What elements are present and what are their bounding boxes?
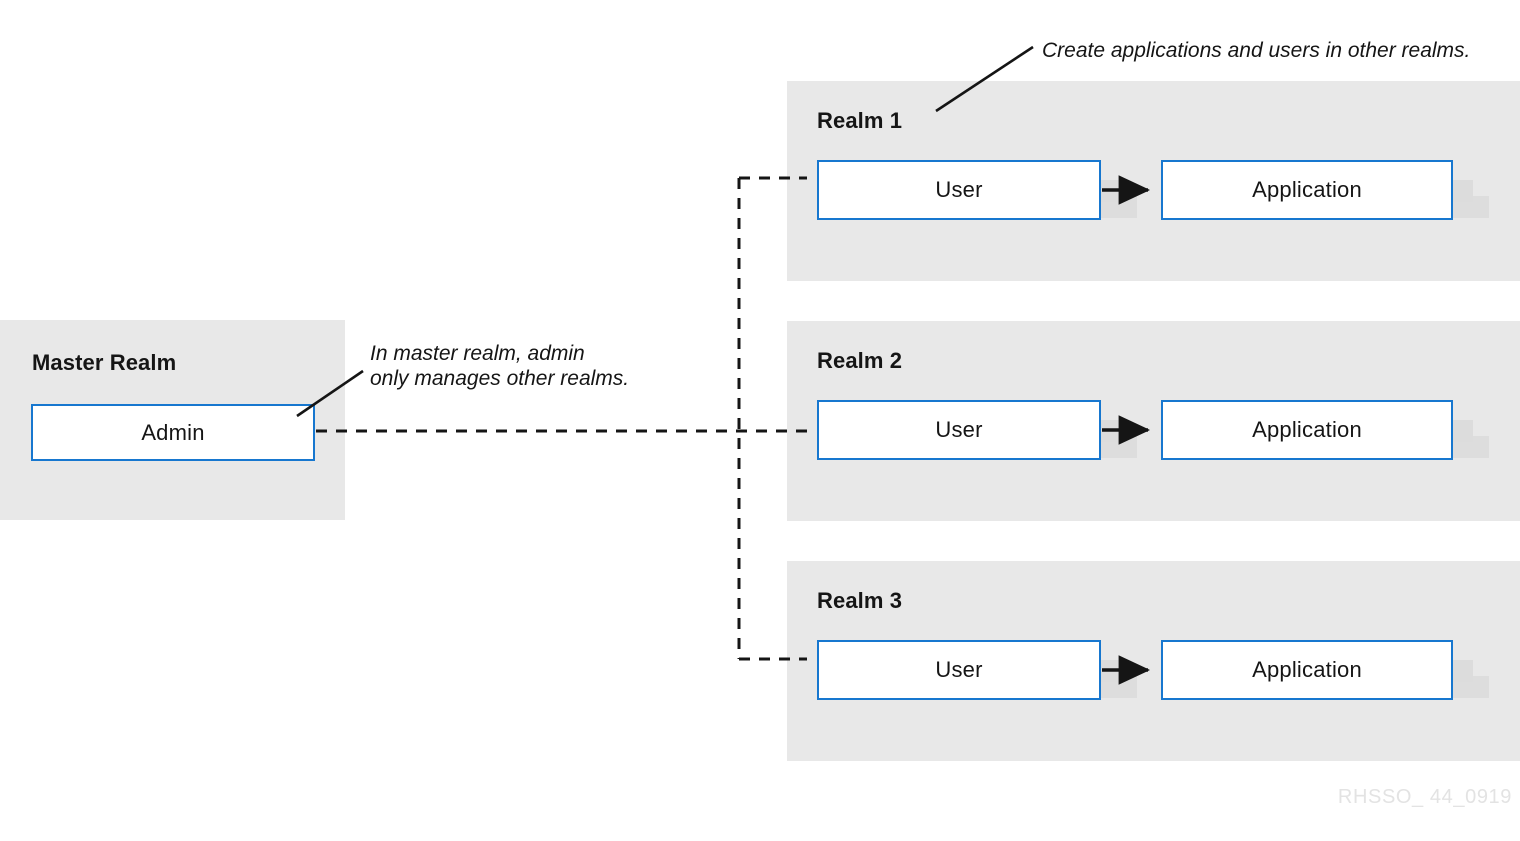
user-label: User xyxy=(935,657,983,682)
user-label: User xyxy=(935,177,983,202)
user-label: User xyxy=(935,417,983,442)
image-id-watermark: RHSSO_ 44_0919 xyxy=(1337,786,1512,808)
realm-1-user-node[interactable]: User xyxy=(817,160,1137,220)
realms-callout-text: Create applications and users in other r… xyxy=(1042,39,1471,62)
user-box[interactable]: User xyxy=(817,640,1101,700)
user-box[interactable]: User xyxy=(817,160,1101,220)
realm-2-user-node[interactable]: User xyxy=(817,400,1137,460)
user-box[interactable]: User xyxy=(817,400,1101,460)
admin-to-realms-dashed-bus xyxy=(316,176,807,661)
application-label: Application xyxy=(1252,657,1362,682)
realm-3-application-node[interactable]: Application xyxy=(1161,640,1489,700)
master-realm-admin-node[interactable]: Admin xyxy=(31,404,315,461)
master-realm-title: Master Realm xyxy=(32,350,177,375)
application-box[interactable]: Application xyxy=(1161,400,1453,460)
admin-box[interactable]: Admin xyxy=(31,404,315,461)
realm-3-title: Realm 3 xyxy=(817,588,903,613)
realm-1-application-node[interactable]: Application xyxy=(1161,160,1489,220)
realm-1-title: Realm 1 xyxy=(817,108,903,133)
realm-2-application-node[interactable]: Application xyxy=(1161,400,1489,460)
application-label: Application xyxy=(1252,417,1362,442)
admin-label: Admin xyxy=(141,419,205,445)
application-label: Application xyxy=(1252,177,1362,202)
master-realm-callout-text: In master realm, admin only manages othe… xyxy=(370,342,630,390)
realm-2-title: Realm 2 xyxy=(817,348,903,373)
application-box[interactable]: Application xyxy=(1161,640,1453,700)
application-box[interactable]: Application xyxy=(1161,160,1453,220)
realm-3-user-node[interactable]: User xyxy=(817,640,1137,700)
